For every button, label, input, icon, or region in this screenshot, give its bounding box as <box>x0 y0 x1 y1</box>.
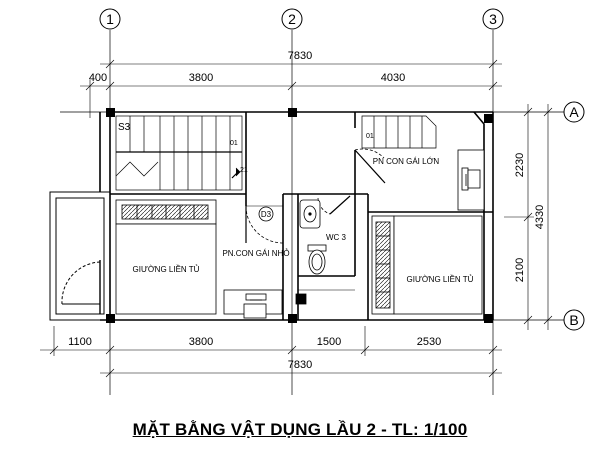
grid-bubble-2: 2 <box>281 8 303 30</box>
svg-text:2: 2 <box>288 11 296 27</box>
grid-bubble-1: 1 <box>99 8 121 30</box>
dim-right-lower: 2100 <box>514 258 526 282</box>
room-small-girl-label: PN.CON GÁI NHỎ <box>222 249 289 258</box>
dim-bottom-mid-1: 3800 <box>189 336 213 348</box>
grid-bubble-a: A <box>563 101 585 123</box>
left-balcony <box>49 191 111 321</box>
bed-left-label: GIƯỜNG LIỀN TỦ <box>133 264 200 274</box>
svg-text:B: B <box>569 312 578 328</box>
drawing-title: MẶT BẰNG VẬT DỤNG LẦU 2 - TL: 1/100 <box>132 420 468 439</box>
grid-bubble-3: 3 <box>482 8 504 30</box>
desk-big-room <box>457 149 485 211</box>
dim-bottom-right: 2530 <box>417 336 441 348</box>
dim-bottom-total: 7830 <box>288 359 312 371</box>
desk-small-room <box>223 289 283 319</box>
stair-label-s3: S3 <box>118 122 131 133</box>
dim-right-total: 4330 <box>534 205 546 229</box>
svg-text:3: 3 <box>489 11 497 27</box>
dim-top-overhang: 400 <box>89 72 107 84</box>
stair-right <box>361 115 437 149</box>
dim-top-total: 7830 <box>288 50 312 62</box>
bed-left <box>115 223 217 315</box>
wardrobe-right <box>371 215 395 315</box>
dim-bottom-mid-2: 1500 <box>317 336 341 348</box>
room-big-girl-label: PN CON GÁI LỚN <box>373 157 440 166</box>
stair-label-21: 21 <box>240 167 248 174</box>
stair-label-01-right: 01 <box>366 133 374 140</box>
dim-right-upper: 2230 <box>514 153 526 177</box>
door-swings <box>245 148 386 244</box>
wardrobe-left <box>115 199 217 225</box>
wc-fixtures <box>295 199 355 305</box>
dim-bottom-left: 1100 <box>68 336 92 348</box>
bed-right <box>393 215 483 315</box>
stair-left <box>115 115 243 191</box>
door-tag-d3: D3 <box>258 206 274 222</box>
dimension-lines <box>40 59 553 378</box>
dim-top-bay-2: 4030 <box>381 72 405 84</box>
stair-label-01-left: 01 <box>230 140 238 147</box>
svg-text:D3: D3 <box>261 210 272 219</box>
dim-top-bay-1: 3800 <box>189 72 213 84</box>
svg-text:1: 1 <box>106 11 114 27</box>
bed-right-label: GIƯỜNG LIỀN TỦ <box>407 274 474 284</box>
wc-label: WC 3 <box>326 233 347 242</box>
svg-text:A: A <box>569 104 579 120</box>
grid-bubble-b: B <box>563 309 585 331</box>
